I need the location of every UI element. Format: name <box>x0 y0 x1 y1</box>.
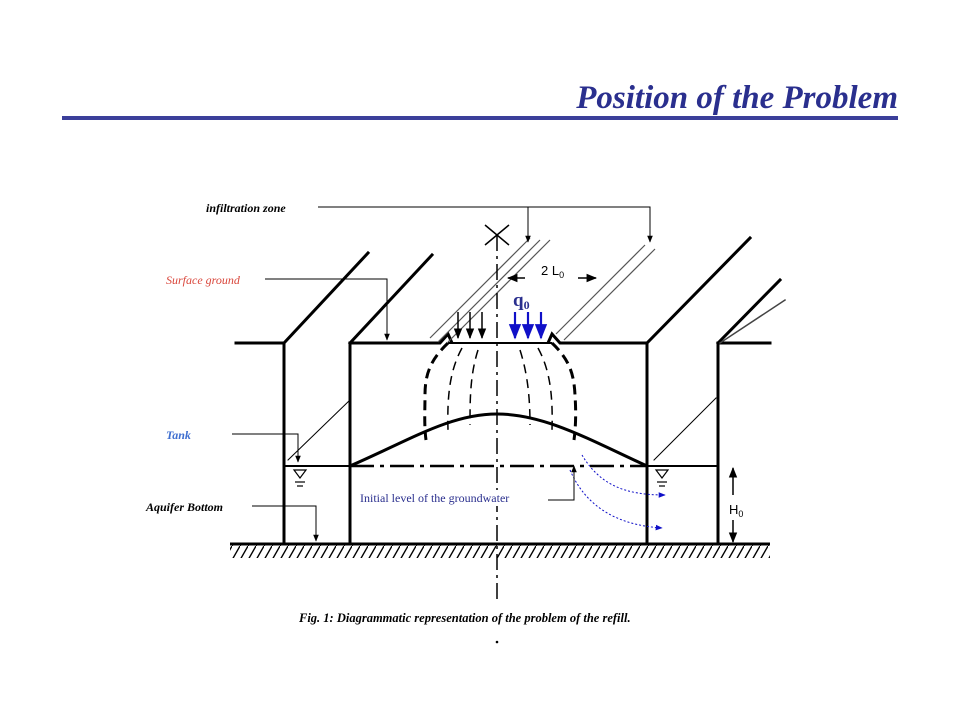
initial-level-label-bg <box>352 490 548 506</box>
title-underline <box>62 116 898 120</box>
tank-label: Tank <box>166 428 191 442</box>
aquifer-bottom-hatch <box>230 542 770 558</box>
leader-lines <box>232 206 653 542</box>
aquifer-bottom-label: Aquifer Bottom <box>145 500 223 514</box>
figure-caption: Fig. 1: Diagrammatic representation of t… <box>298 611 631 625</box>
q0-label: q0 <box>513 290 530 312</box>
initial-level-label: Initial level of the groundwater <box>360 491 509 505</box>
surface-ground-label: Surface ground <box>166 273 241 287</box>
infiltration-arrows-black <box>453 312 487 340</box>
left-trench <box>234 250 435 546</box>
central-surface <box>350 331 647 345</box>
water-level-symbol-right <box>654 469 670 487</box>
infiltration-arrows-blue <box>508 312 548 340</box>
symmetry-axis <box>484 224 510 644</box>
page-title: Position of the Problem <box>576 80 898 116</box>
water-level-symbol-left <box>292 469 308 487</box>
right-trench <box>644 235 787 546</box>
infiltration-zone-label: infiltration zone <box>206 201 286 215</box>
width-label: 2 L0 <box>541 263 564 280</box>
h0-label: H0 <box>729 502 743 519</box>
infiltration-zone-lines <box>429 237 656 343</box>
groundwater-mound <box>349 412 648 468</box>
lateral-flow-arrows <box>569 454 666 531</box>
